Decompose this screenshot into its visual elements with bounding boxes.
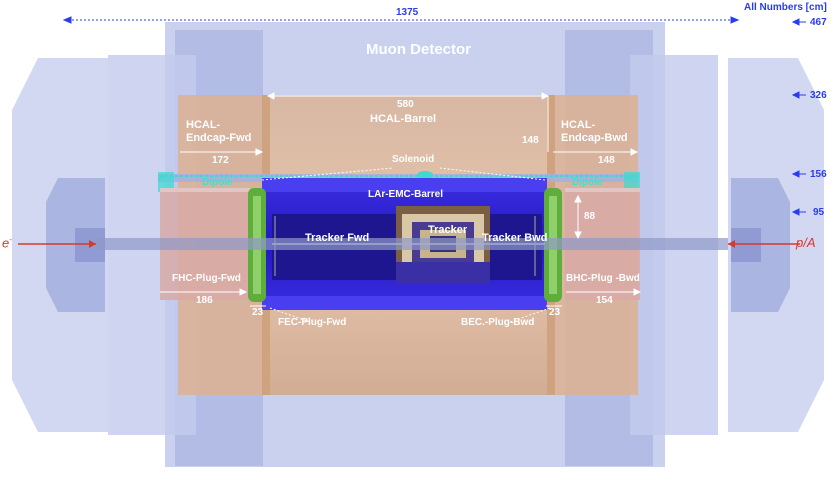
- tracker-bwd-label: Tracker Bwd: [482, 232, 548, 244]
- tracker-label: Tracker: [428, 224, 468, 236]
- hcal-endcap-fwd-label-1: HCAL-: [186, 119, 221, 131]
- radius-95: 95: [813, 207, 825, 218]
- muon-detector-label: Muon Detector: [366, 41, 471, 58]
- total-length-value: 1375: [396, 7, 419, 18]
- hcal-endcap-bwd-label-1: HCAL-: [561, 119, 596, 131]
- dipole-left-label: Dipole: [202, 177, 233, 188]
- solenoid-label: Solenoid: [392, 154, 435, 165]
- hcal-endcap-fwd-label-2: Endcap-Fwd: [186, 132, 252, 144]
- endcap-fwd-length: 172: [212, 155, 229, 166]
- hcal-barrel-length: 580: [397, 99, 414, 110]
- radius-467: 467: [810, 17, 827, 28]
- fhc-plug-fwd-label: FHC-Plug-Fwd: [172, 273, 241, 284]
- bhc-length: 154: [596, 295, 613, 306]
- proton-beam-label: p/A: [796, 235, 816, 250]
- hcal-endcap-bwd-label-2: Endcap-Bwd: [561, 132, 628, 144]
- hcal-barrel-label: HCAL-Barrel: [370, 113, 437, 125]
- bhc-plug-bwd-label: BHC-Plug -Bwd: [566, 273, 640, 284]
- endcap-bwd-length: 148: [598, 155, 615, 166]
- radius-arrows: [791, 18, 806, 216]
- beam-arrows: [18, 240, 800, 248]
- radius-156: 156: [810, 169, 827, 180]
- endcap-bwd-top-length: 148: [522, 135, 539, 146]
- beam-pipe: [96, 238, 728, 250]
- dimension-lines: [160, 92, 642, 323]
- units-label: All Numbers [cm]: [744, 2, 827, 13]
- tracker-fwd-label: Tracker Fwd: [305, 232, 370, 244]
- radius-88: 88: [584, 211, 596, 222]
- plug-gap-left: 23: [252, 307, 264, 318]
- plug-gap-right: 23: [549, 307, 561, 318]
- total-length-arrow: [62, 16, 740, 24]
- electron-beam-label: e-: [2, 235, 12, 251]
- lar-emc-barrel-label: LAr-EMC-Barrel: [368, 189, 444, 200]
- bec-plug-bwd-label: BEC.-Plug-Bwd: [461, 317, 535, 328]
- fhc-length: 186: [196, 295, 213, 306]
- radius-326: 326: [810, 90, 827, 101]
- fec-plug-fwd-label: FEC-Plug-Fwd: [278, 317, 347, 328]
- dipole-right-label: Dipole: [572, 177, 603, 188]
